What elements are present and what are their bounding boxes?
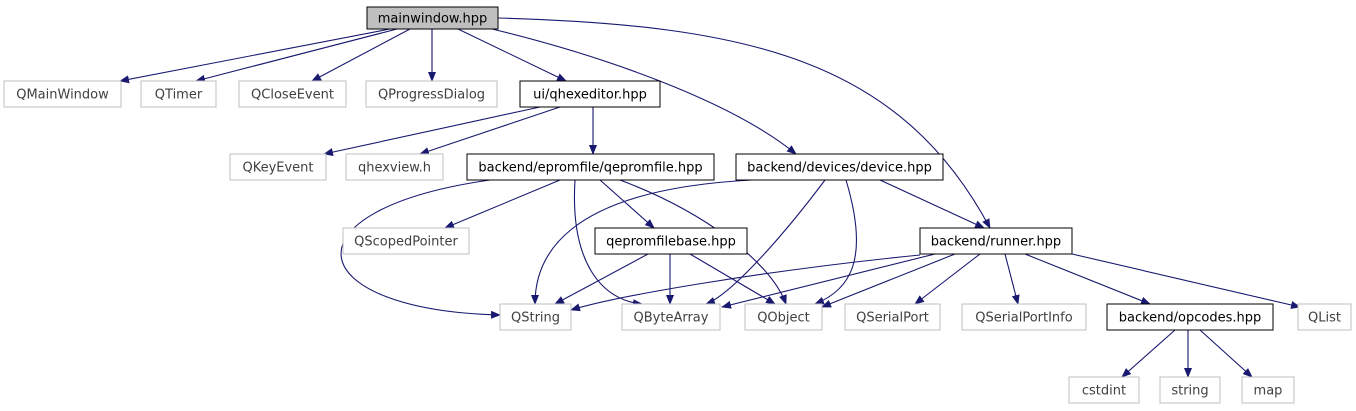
node-qserialportinfo: QSerialPortInfo [961,303,1087,331]
node-label-qtimer: QTimer [155,88,203,103]
edge-mainwindow-to-qmainwindow [119,28,391,84]
node-mainwindow[interactable]: mainwindow.hpp [366,6,499,30]
edge-device-to-qbytearray [705,179,826,305]
node-opcodes[interactable]: backend/opcodes.hpp [1106,303,1274,331]
node-box-map [1241,376,1295,404]
edge-qhexeditor-to-qhexview [419,106,561,155]
node-label-qepromfilebase: qepromfilebase.hpp [606,235,736,250]
edge-device-to-qstring [531,179,753,305]
node-label-qhexeditor: ui/qhexeditor.hpp [533,88,647,103]
edges-layer [119,17,1301,378]
node-box-qkeyevent [229,153,327,181]
edge-runner-to-qbytearray [721,253,936,309]
edge-mainwindow-to-qtimer [195,28,398,83]
edge-qepromfile-to-qbytearray [573,179,643,308]
node-map: map [1241,376,1295,404]
node-label-runner: backend/runner.hpp [931,235,1061,250]
node-device[interactable]: backend/devices/device.hpp [735,153,944,181]
node-label-qbytearray: QByteArray [634,311,709,326]
node-box-string [1159,376,1221,404]
node-label-qkeyevent: QKeyEvent [242,161,313,176]
node-box-qhexeditor [519,80,661,108]
edge-qepromfile-to-qstring [340,179,501,319]
node-label-qscopedpointer: QScopedPointer [354,235,458,250]
node-box-qstring [499,303,572,331]
edge-qhexeditor-to-qkeyevent [323,106,541,156]
edge-runner-to-qlist [1071,253,1301,309]
node-qprogressdialog: QProgressDialog [365,80,498,108]
node-box-qbytearray [621,303,721,331]
node-label-opcodes: backend/opcodes.hpp [1119,311,1262,326]
node-box-cstdint [1068,376,1140,404]
node-qstring: QString [499,303,572,331]
node-string: string [1159,376,1221,404]
node-label-qlist: QList [1308,311,1341,326]
node-label-qobject: QObject [757,311,810,326]
edge-runner-to-qstring [570,254,921,312]
node-qbytearray: QByteArray [621,303,721,331]
node-label-qstring: QString [511,311,560,326]
node-box-qserialportinfo [961,303,1087,331]
edge-runner-to-qobject [821,253,956,308]
node-label-mainwindow: mainwindow.hpp [378,12,487,27]
node-box-mainwindow [366,6,499,30]
node-qhexeditor[interactable]: ui/qhexeditor.hpp [519,80,661,108]
node-box-qobject [744,303,823,331]
node-qkeyevent: QKeyEvent [229,153,327,181]
node-label-qserialportinfo: QSerialPortInfo [975,311,1072,326]
node-box-qepromfilebase [594,227,748,255]
edge-device-to-runner [879,179,985,229]
node-box-qhexview [345,153,444,181]
node-box-qcloseevent [238,80,347,108]
edge-mainwindow-to-qhexeditor [457,28,567,82]
edge-runner-to-qserialportinfo [1004,253,1020,305]
node-box-runner [919,227,1073,255]
node-box-qlist [1297,303,1352,331]
edge-opcodes-to-cstdint [1121,329,1176,378]
edge-mainwindow-to-runner [497,17,991,229]
node-qmainwindow: QMainWindow [3,80,122,108]
edge-runner-to-opcodes [1024,253,1151,305]
node-label-cstdint: cstdint [1082,384,1126,399]
edge-mainwindow-to-qcloseevent [311,28,411,82]
node-label-qserialport: QSerialPort [856,311,929,326]
node-box-qepromfile [466,153,715,181]
node-runner[interactable]: backend/runner.hpp [919,227,1073,255]
edge-runner-to-qserialport [914,253,981,305]
node-label-qepromfile: backend/epromfile/qepromfile.hpp [478,161,702,176]
node-box-opcodes [1106,303,1274,331]
edge-qepromfile-to-qepromfilebase [599,179,655,229]
node-cstdint: cstdint [1068,376,1140,404]
node-qtimer: QTimer [140,80,217,108]
node-label-qcloseevent: QCloseEvent [251,88,334,103]
node-box-device [735,153,944,181]
node-box-qmainwindow [3,80,122,108]
node-qepromfile[interactable]: backend/epromfile/qepromfile.hpp [466,153,715,181]
edge-opcodes-to-map [1199,329,1253,378]
edge-qepromfilebase-to-qstring [554,253,649,305]
node-box-qserialport [844,303,941,331]
node-qserialport: QSerialPort [844,303,941,331]
node-label-qmainwindow: QMainWindow [16,88,109,103]
edge-qepromfile-to-qscopedpointer [444,179,561,229]
node-box-qprogressdialog [365,80,498,108]
node-qscopedpointer: QScopedPointer [342,227,470,255]
node-label-qhexview: qhexview.h [358,161,431,176]
node-label-device: backend/devices/device.hpp [747,161,932,176]
node-qcloseevent: QCloseEvent [238,80,347,108]
node-qhexview: qhexview.h [345,153,444,181]
node-box-qscopedpointer [342,227,470,255]
node-qlist: QList [1297,303,1352,331]
node-qobject: QObject [744,303,823,331]
node-qepromfilebase[interactable]: qepromfilebase.hpp [594,227,748,255]
node-box-qtimer [140,80,217,108]
node-label-qprogressdialog: QProgressDialog [378,88,485,103]
edge-device-to-qobject [814,179,858,305]
node-label-string: string [1171,384,1208,399]
node-label-map: map [1254,384,1283,399]
